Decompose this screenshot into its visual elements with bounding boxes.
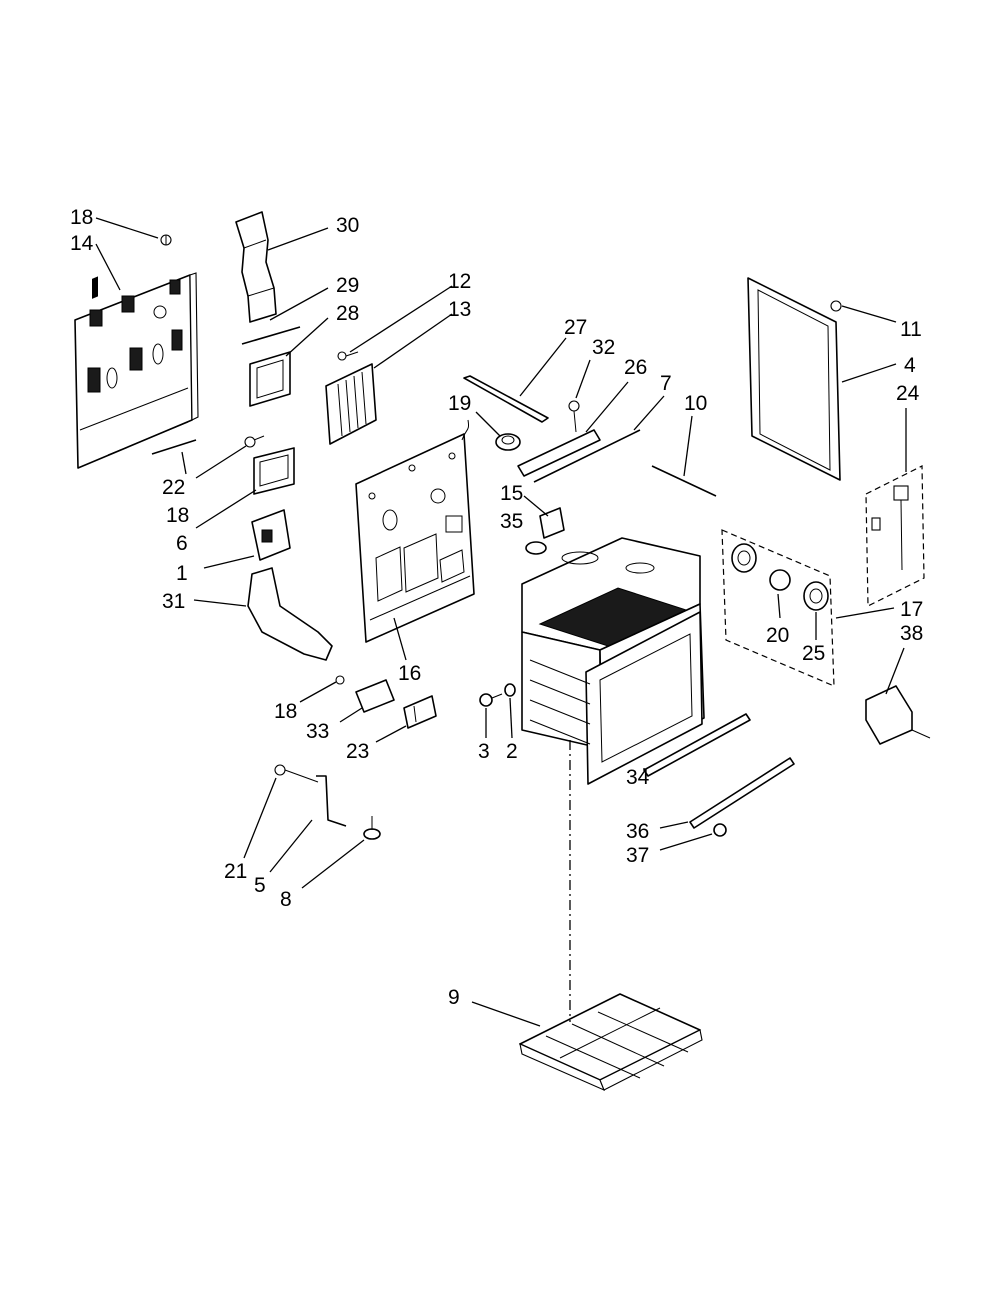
frame-part bbox=[253, 447, 295, 495]
callout-c26: 20 bbox=[766, 624, 789, 647]
knob-group bbox=[721, 529, 835, 687]
base-tray-part bbox=[519, 993, 703, 1092]
handle-bracket-part bbox=[251, 509, 291, 561]
callout-c14: 11 bbox=[900, 318, 922, 341]
callout-c34: 34 bbox=[626, 766, 650, 789]
callout-c2: 14 bbox=[70, 232, 94, 255]
burner-assembly-part bbox=[517, 400, 601, 477]
callout-c13: 10 bbox=[684, 392, 707, 415]
callout-c21: 35 bbox=[500, 510, 523, 533]
callout-c11: 7 bbox=[660, 372, 672, 395]
switch-bracket-part bbox=[539, 507, 565, 539]
igniter-part bbox=[495, 433, 521, 451]
plug-part bbox=[525, 541, 547, 555]
callout-c18: 18 bbox=[166, 504, 189, 527]
callout-c8: 27 bbox=[564, 316, 587, 339]
rail-part bbox=[463, 375, 549, 423]
callout-c1: 18 bbox=[70, 206, 93, 229]
vent-screw-part bbox=[337, 351, 359, 361]
callout-c17: 22 bbox=[162, 476, 185, 499]
oven-cavity-part bbox=[521, 537, 705, 785]
bracket-part bbox=[249, 351, 291, 407]
control-panel-backing-part bbox=[355, 419, 475, 643]
callout-labels: 18 14 30 29 28 12 13 27 32 26 7 19 10 11… bbox=[70, 206, 923, 1009]
callout-c3: 30 bbox=[336, 214, 359, 237]
callout-c35: 36 bbox=[626, 820, 649, 843]
callout-c32: 3 bbox=[478, 740, 490, 763]
rod-7-part bbox=[533, 429, 641, 483]
callout-c5: 28 bbox=[336, 302, 359, 325]
callout-c24: 17 bbox=[900, 598, 923, 621]
trim-34-part bbox=[643, 713, 751, 777]
callout-c9: 32 bbox=[592, 336, 615, 359]
callout-c40: 9 bbox=[448, 986, 460, 1009]
callout-c28: 16 bbox=[398, 662, 421, 685]
screw-37-part bbox=[713, 823, 727, 837]
bulb-part bbox=[769, 569, 791, 591]
door-frame-part bbox=[747, 277, 841, 481]
callout-c36: 37 bbox=[626, 844, 649, 867]
callout-c23: 31 bbox=[162, 590, 185, 613]
callout-c20: 15 bbox=[500, 482, 523, 505]
rod-part bbox=[151, 439, 197, 455]
knob-25-part bbox=[803, 581, 829, 611]
callout-c31: 23 bbox=[346, 740, 369, 763]
callout-c19: 6 bbox=[176, 532, 188, 555]
duct-part bbox=[235, 211, 277, 323]
callout-c30: 33 bbox=[306, 720, 329, 743]
screw-11-part bbox=[830, 300, 842, 312]
callout-c6: 12 bbox=[448, 270, 471, 293]
callout-c27: 25 bbox=[802, 642, 825, 665]
clip-part bbox=[403, 695, 437, 729]
leveling-foot-part bbox=[363, 816, 381, 840]
leader-lines bbox=[95, 217, 907, 1027]
callout-c38: 5 bbox=[254, 874, 266, 897]
sensor-rod-part bbox=[651, 465, 717, 497]
leveling-bracket-part bbox=[274, 764, 347, 827]
callout-c12: 19 bbox=[448, 392, 471, 415]
callout-c16: 24 bbox=[896, 382, 920, 405]
rear-panel-part bbox=[74, 272, 199, 469]
callout-c37: 21 bbox=[224, 860, 247, 883]
callout-c25: 38 bbox=[900, 622, 923, 645]
callout-c7: 13 bbox=[448, 298, 471, 321]
handle-part bbox=[247, 567, 333, 661]
bolt-3-part bbox=[479, 693, 503, 707]
callout-c15: 4 bbox=[904, 354, 916, 377]
callout-c33: 2 bbox=[506, 740, 518, 763]
callout-c4: 29 bbox=[336, 274, 359, 297]
callout-c39: 8 bbox=[280, 888, 292, 911]
bolt-part bbox=[244, 435, 265, 448]
callout-c22: 1 bbox=[176, 562, 188, 585]
strip-part bbox=[241, 326, 301, 345]
callout-c10: 26 bbox=[624, 356, 647, 379]
small-bracket-part bbox=[335, 675, 395, 713]
trim-36-part bbox=[689, 757, 795, 829]
screw-part bbox=[160, 234, 172, 246]
callout-c29: 18 bbox=[274, 700, 297, 723]
vent-bracket-part bbox=[325, 363, 377, 445]
terminal-block-part bbox=[865, 685, 931, 745]
wire-harness-group bbox=[865, 465, 925, 607]
washer-part bbox=[504, 683, 516, 697]
knob-part bbox=[731, 543, 757, 573]
